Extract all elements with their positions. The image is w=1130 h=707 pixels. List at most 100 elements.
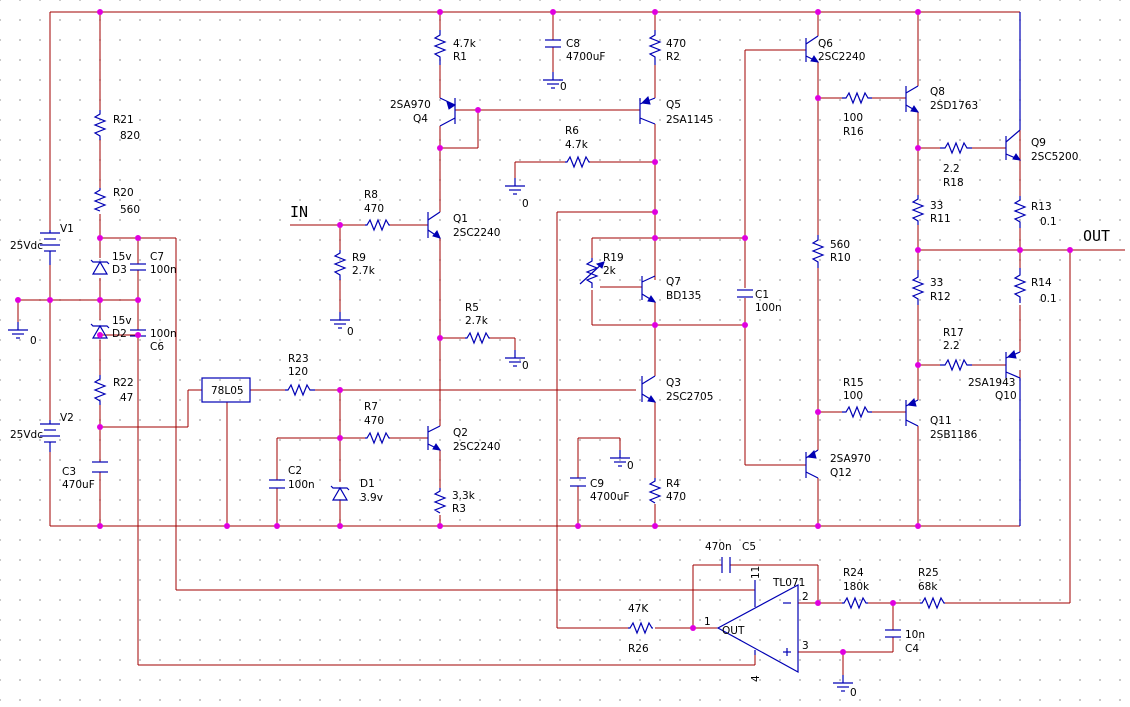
d3-value: 15v: [112, 251, 132, 263]
r13-value: 0.1: [1040, 216, 1057, 228]
c1-capacitor: [737, 289, 753, 298]
c4-value: 10n: [905, 629, 925, 641]
r2-value: 470: [666, 38, 686, 50]
r25-resistor: [920, 596, 945, 610]
u1-out-label: OUT: [722, 625, 745, 637]
r10-resistor: [811, 235, 825, 268]
q2-value: 2SC2240: [453, 441, 500, 453]
d1-label: D1: [360, 478, 375, 490]
d2-label: D2: [112, 328, 127, 340]
c7-value: 100n: [150, 264, 177, 276]
r7-label: R7: [364, 401, 378, 413]
c9-capacitor: [570, 477, 586, 487]
r21-label: R21: [113, 114, 134, 126]
r10-value: 560: [830, 239, 850, 251]
r12-value: 33: [930, 277, 943, 289]
q5-label: Q5: [666, 99, 681, 111]
r17-label: R17: [943, 327, 964, 339]
gnd-left-label: 0: [30, 335, 37, 347]
r16-resistor: [842, 91, 872, 105]
r3-resistor: [433, 488, 447, 514]
r22-value: 47: [120, 392, 133, 404]
q1-label: Q1: [453, 213, 468, 225]
r3-label: R3: [452, 503, 466, 515]
r5-value: 2.7k: [465, 315, 489, 327]
q6-transistor: [805, 35, 820, 63]
r16-label: R16: [843, 126, 864, 138]
r15-resistor: [842, 405, 872, 419]
r8-label: R8: [364, 189, 378, 201]
q3-transistor: [641, 375, 657, 403]
d2-value: 15v: [112, 315, 132, 327]
gnd-opamp-label: 0: [850, 687, 857, 699]
r5-resistor: [465, 331, 490, 345]
out-label: OUT: [1083, 227, 1110, 245]
q12-transistor: [805, 449, 819, 479]
r20-label: R20: [113, 187, 134, 199]
pin11-label: 11: [750, 566, 762, 579]
q4-value: 2SA970: [390, 99, 431, 111]
r24-value: 180k: [843, 581, 870, 593]
c5-label: C5: [742, 541, 756, 553]
r18-resistor: [940, 141, 972, 155]
r20-resistor: [93, 188, 107, 212]
d3-zener: [90, 259, 110, 275]
junctions: [15, 9, 1073, 655]
q11-value: 2SB1186: [930, 429, 978, 441]
q8-value: 2SD1763: [930, 100, 978, 112]
r15-label: R15: [843, 377, 864, 389]
q10-label: Q10: [995, 390, 1017, 402]
r7-resistor: [365, 431, 390, 445]
u1-value: TL071: [772, 577, 805, 589]
q9-value: 2SC5200: [1031, 151, 1078, 163]
q2-transistor: [427, 425, 442, 451]
q3-label: Q3: [666, 377, 681, 389]
c3-capacitor: [92, 461, 108, 473]
r10-label: R10: [830, 252, 851, 264]
q4-label: Q4: [413, 113, 428, 125]
reg-label: 78L05: [211, 385, 244, 397]
v1-battery: [40, 230, 60, 265]
r18-value: 2.2: [943, 163, 960, 175]
v2-battery: [40, 420, 60, 452]
r26-resistor: [628, 621, 653, 635]
c1-label: C1: [755, 289, 769, 301]
gnd-r6-label: 0: [522, 198, 529, 210]
r11-label: R11: [930, 213, 951, 225]
r21-value: 820: [120, 130, 140, 142]
c1-value: 100n: [755, 302, 782, 314]
r12-resistor: [911, 270, 925, 305]
r19-value: 2k: [603, 265, 617, 277]
q2-label: Q2: [453, 427, 468, 439]
r2-resistor: [648, 30, 662, 65]
r25-value: 68k: [918, 581, 938, 593]
pin3-label: 3: [802, 640, 809, 652]
gnd-left-icon: [7, 321, 29, 339]
r9-label: R9: [352, 252, 366, 264]
gnd-r9-label: 0: [347, 326, 354, 338]
c5-capacitor: [721, 557, 731, 573]
c8-capacitor: [545, 39, 561, 48]
c7-label: C7: [150, 251, 164, 263]
r13-label: R13: [1031, 201, 1052, 213]
r15-value: 100: [843, 390, 863, 402]
reg-78l05: [201, 377, 251, 403]
u1-opamp: [716, 580, 799, 674]
c2-value: 100n: [288, 479, 315, 491]
q1-value: 2SC2240: [453, 227, 500, 239]
q5-value: 2SA1145: [666, 114, 713, 126]
r26-label: R26: [628, 643, 649, 655]
q10-transistor: [1005, 350, 1021, 526]
r20-value: 560: [120, 204, 140, 216]
r26-value: 47K: [628, 603, 649, 615]
gnd-c8-label: 0: [560, 81, 567, 93]
v1-label: V1: [60, 223, 74, 235]
q9-transistor: [1005, 12, 1022, 161]
r9-value: 2.7k: [352, 265, 376, 277]
r21-resistor: [93, 110, 107, 140]
r23-value: 120: [288, 366, 308, 378]
pin4-label: 4: [750, 675, 762, 682]
pin2-label: 2: [802, 591, 809, 603]
